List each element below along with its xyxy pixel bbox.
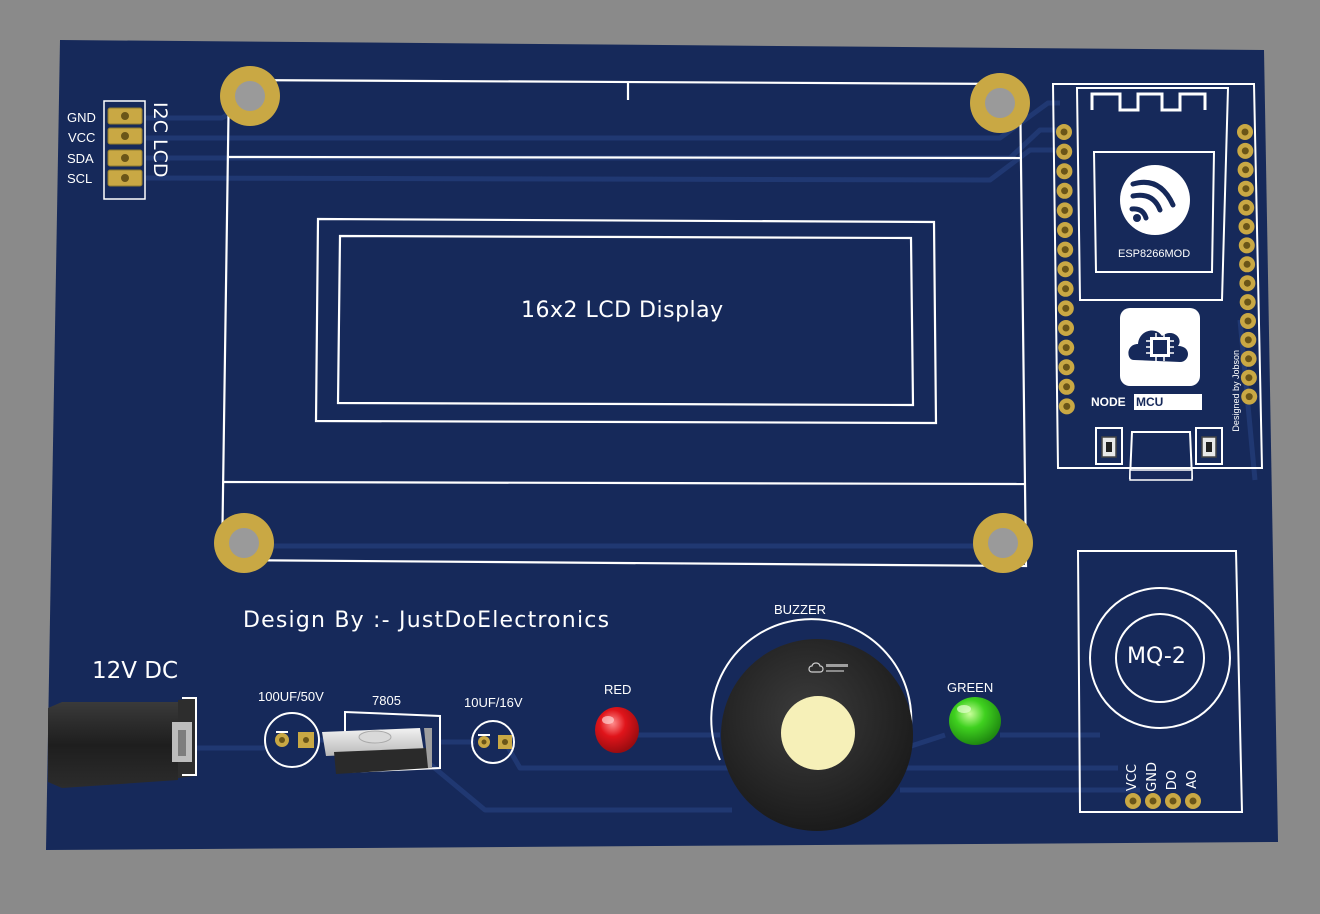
- mq2-pin-pads: [1125, 793, 1201, 809]
- nodemcu-cloud-chip-icon: [1120, 308, 1200, 386]
- esp-pin-pad: [1237, 180, 1254, 197]
- design-credit-label: Design By :- JustDoElectronics: [243, 608, 611, 633]
- esp-pin-pad: [1237, 161, 1254, 178]
- lcd-mounting-holes: [214, 66, 1033, 573]
- esp-pin-pad: [1058, 339, 1075, 356]
- esp-pin-pad: [1238, 199, 1255, 216]
- i2c-header: [103, 100, 146, 200]
- esp-pin-pad: [1056, 124, 1072, 140]
- esp-pin-pad: [1056, 202, 1073, 219]
- led-red: [595, 707, 639, 753]
- capacitor-footprint-100uf: [264, 712, 320, 768]
- designer-credit-label: Designed by Jobson: [1231, 350, 1241, 432]
- i2c-pin-label-vcc: VCC: [68, 130, 96, 145]
- esp-pin-pad: [1239, 294, 1256, 311]
- esp-pin-pad: [1057, 261, 1074, 278]
- espressif-wifi-icon: [1120, 165, 1190, 235]
- esp-pin-pad: [1239, 275, 1256, 292]
- led-green-label: GREEN: [947, 680, 994, 695]
- esp-pin-pad: [1057, 280, 1074, 297]
- esp-button-pads: [1101, 436, 1217, 481]
- mq2-pin-pad: [1185, 793, 1201, 809]
- capacitor-100uf-label: 100UF/50V: [258, 689, 324, 704]
- mq2-pin-pad: [1125, 793, 1141, 809]
- esp-pin-row-left: [1056, 124, 1075, 415]
- mcu-badge-bg: [1134, 394, 1202, 410]
- i2c-header-label: I2C LCD: [149, 102, 171, 178]
- led-green: [949, 697, 1001, 745]
- lcd-outline: [220, 78, 1028, 568]
- esp-pin-pad: [1237, 142, 1254, 159]
- esp-pin-pad: [1237, 124, 1253, 140]
- esp-pin-pad: [1058, 378, 1075, 395]
- buzzer-label: BUZZER: [774, 602, 826, 617]
- esp-pin-pad: [1240, 350, 1257, 367]
- regulator-7805-label: 7805: [372, 693, 401, 708]
- esp-pin-pad: [1058, 359, 1075, 376]
- led-red-label: RED: [604, 682, 632, 697]
- esp-pin-pad: [1240, 313, 1256, 329]
- esp-pin-pad: [1058, 398, 1075, 415]
- esp-pin-row-right: [1237, 124, 1258, 405]
- esp-pin-pad: [1057, 222, 1073, 238]
- mq2-sensor-label: MQ-2: [1127, 644, 1186, 669]
- nodemcu-brand-label: NODE: [1091, 395, 1126, 409]
- esp-pin-pad: [1056, 182, 1073, 199]
- esp-pin-pad: [1238, 237, 1255, 254]
- i2c-pin-label-sda: SDA: [67, 151, 94, 166]
- buzzer: [710, 618, 913, 831]
- capacitor-10uf-label: 10UF/16V: [464, 695, 523, 710]
- mq2-pin-label-ao: AO: [1185, 770, 1200, 789]
- buzzer-brand-logo-icon: [808, 662, 824, 673]
- mq2-sensor-outline: [1076, 550, 1244, 813]
- esp-pin-pad: [1056, 143, 1073, 160]
- mq2-pin-pad: [1165, 793, 1181, 809]
- voltage-regulator-7805: [322, 710, 441, 774]
- esp-pin-pad: [1240, 331, 1257, 348]
- i2c-pin-label-scl: SCL: [67, 171, 93, 186]
- mq2-pin-pad: [1145, 793, 1161, 809]
- i2c-pin-label-gnd: GND: [67, 110, 96, 125]
- power-jack-label: 12V DC: [92, 658, 179, 684]
- mq2-pin-label-do: DO: [1165, 770, 1180, 791]
- esp-pin-pad: [1240, 369, 1257, 386]
- lcd-display-label: 16x2 LCD Display: [521, 298, 724, 323]
- esp-pin-pad: [1058, 320, 1074, 336]
- esp-pin-pad: [1057, 241, 1074, 258]
- esp-module-label: ESP8266MOD: [1118, 248, 1191, 260]
- nodemcu-brand-suffix: MCU: [1136, 395, 1164, 409]
- mq2-pin-label-vcc: VCC: [1125, 764, 1140, 792]
- pcb-substrate: [46, 40, 1278, 850]
- dc-power-jack: [48, 697, 197, 788]
- esp-pin-pad: [1057, 300, 1074, 317]
- esp-pin-pad: [1238, 218, 1255, 235]
- mq2-pin-label-gnd: GND: [1145, 762, 1160, 792]
- capacitor-footprint-10uf: [471, 720, 515, 764]
- esp-pin-pad: [1239, 256, 1256, 273]
- esp-pin-pad: [1056, 163, 1073, 180]
- esp-pin-pad: [1241, 388, 1258, 405]
